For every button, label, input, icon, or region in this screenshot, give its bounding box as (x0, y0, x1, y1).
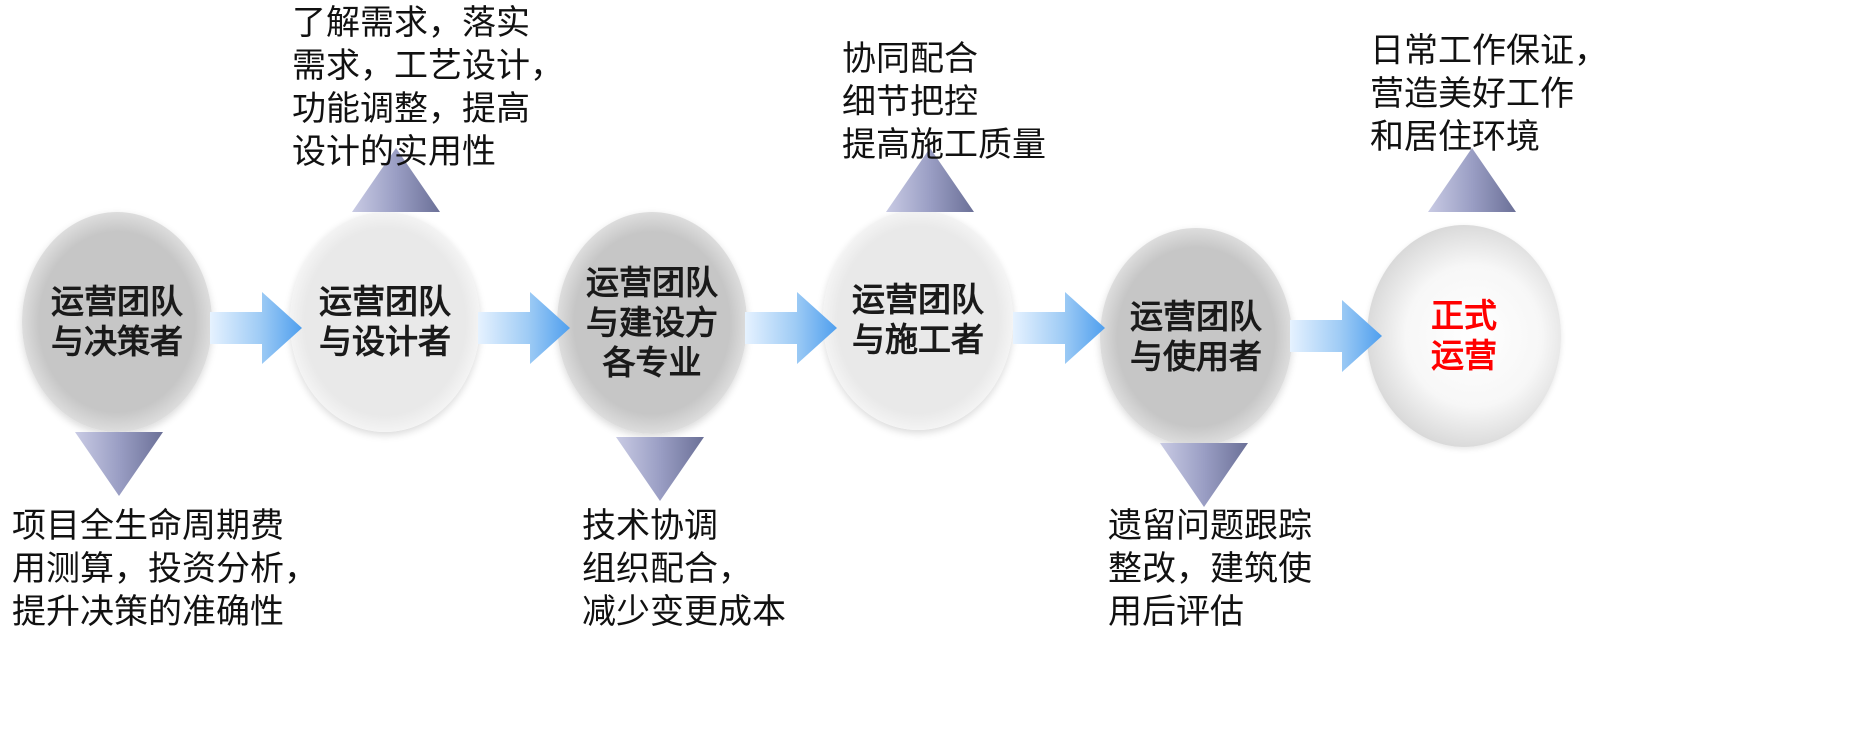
flow-arrow-1 (210, 292, 302, 364)
node-design-label: 运营团队 与设计者 (319, 282, 451, 361)
flow-arrow-4 (1013, 292, 1105, 364)
node-user-label: 运营团队 与使用者 (1130, 297, 1262, 376)
node-operation-label: 正式 运营 (1431, 296, 1497, 375)
node-operation: 正式 运营 (1367, 225, 1561, 447)
flow-arrow-5 (1290, 300, 1382, 372)
node-decision-label: 运营团队 与决策者 (51, 282, 183, 361)
node-construction-party: 运营团队 与建设方 各专业 (557, 212, 747, 434)
node-user: 运营团队 与使用者 (1100, 228, 1292, 446)
note-design: 了解需求，落实 需求，工艺设计， 功能调整，提高 设计的实用性 (292, 3, 564, 172)
note-builder: 协同配合 细节把控 提高施工质量 (842, 39, 1046, 165)
triangle-down-decision (75, 432, 163, 496)
node-decision: 运营团队 与决策者 (22, 212, 212, 432)
triangle-down-user (1160, 443, 1248, 507)
node-builder-label: 运营团队 与施工者 (852, 280, 984, 359)
flow-arrow-3 (745, 292, 837, 364)
flow-arrow-2 (478, 292, 570, 364)
triangle-up-design (352, 148, 440, 212)
node-construction-party-label: 运营团队 与建设方 各专业 (586, 263, 718, 382)
note-decision: 项目全生命周期费 用测算，投资分析， 提升决策的准确性 (12, 506, 318, 632)
node-design: 运营团队 与设计者 (290, 212, 480, 432)
note-user: 遗留问题跟踪 整改，建筑使 用后评估 (1108, 506, 1312, 632)
triangle-up-builder (886, 148, 974, 212)
note-construction-party: 技术协调 组织配合， 减少变更成本 (582, 506, 786, 632)
triangle-down-construction-party (616, 437, 704, 501)
note-operation: 日常工作保证， 营造美好工作 和居住环境 (1370, 31, 1608, 157)
node-builder: 运营团队 与施工者 (823, 210, 1013, 430)
triangle-up-operation (1428, 148, 1516, 212)
